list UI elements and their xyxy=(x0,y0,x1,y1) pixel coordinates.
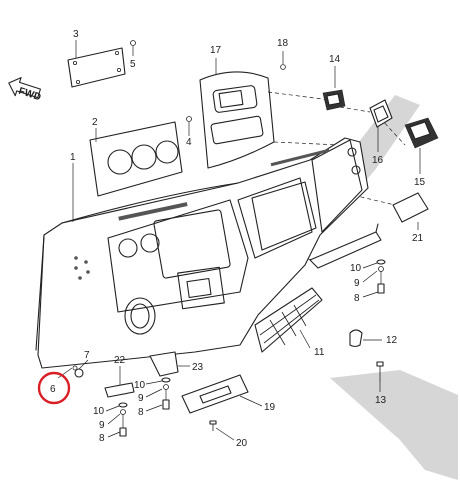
part-7-clip xyxy=(74,359,89,378)
callout-9-left: 9 xyxy=(99,420,105,431)
front-arrow: FWD xyxy=(8,77,42,103)
part-20-screw xyxy=(209,420,235,441)
callout-22: 22 xyxy=(114,355,126,366)
callout-11: 11 xyxy=(314,347,325,358)
callout-16: 16 xyxy=(372,155,384,166)
callout-labels: 3 5 2 4 1 17 18 14 16 15 21 10 9 8 11 12… xyxy=(50,29,426,449)
callout-14: 14 xyxy=(329,54,341,65)
callout-13: 13 xyxy=(375,395,387,406)
callout-6-highlight-ring xyxy=(37,371,71,405)
part-11-net xyxy=(254,287,323,353)
callout-18: 18 xyxy=(277,38,289,49)
part-6-bolt xyxy=(57,365,78,379)
callout-8-right: 8 xyxy=(354,293,360,304)
fastener-stack-center xyxy=(145,377,171,412)
part-17-center-bezel xyxy=(199,58,275,169)
shading xyxy=(280,95,458,480)
callout-9-center: 9 xyxy=(138,393,144,404)
callout-10-right: 10 xyxy=(350,263,362,274)
callout-6: 6 xyxy=(50,384,56,395)
part-16-bezel xyxy=(369,99,393,152)
part-13-bolt xyxy=(376,361,384,392)
callout-19: 19 xyxy=(264,402,276,413)
part-12-clip xyxy=(349,329,382,348)
callout-20: 20 xyxy=(236,438,248,449)
part-4-screw xyxy=(186,116,192,136)
callout-10-left: 10 xyxy=(93,406,105,417)
callout-12: 12 xyxy=(386,335,398,346)
callout-21: 21 xyxy=(412,233,424,244)
part-19-plate xyxy=(181,374,263,414)
callout-1: 1 xyxy=(70,152,76,163)
callout-5: 5 xyxy=(130,59,136,70)
callout-3: 3 xyxy=(73,29,79,40)
part-22-bracket xyxy=(104,366,135,398)
callout-23: 23 xyxy=(192,362,204,373)
callout-2: 2 xyxy=(92,117,98,128)
callout-8-center: 8 xyxy=(138,407,144,418)
part-1-dashboard xyxy=(35,137,369,369)
part-5-screw xyxy=(130,40,136,56)
part-2-cluster-panel xyxy=(89,121,183,197)
fastener-stack-left xyxy=(105,402,128,438)
callout-4: 4 xyxy=(186,137,192,148)
part-14-switch xyxy=(322,66,346,111)
part-3-plate xyxy=(67,40,126,88)
callout-15: 15 xyxy=(414,177,426,188)
part-21-cover xyxy=(392,192,429,230)
part-23-bracket xyxy=(149,351,190,377)
callout-8-left: 8 xyxy=(99,433,105,444)
part-15-switch xyxy=(404,117,439,174)
callout-17: 17 xyxy=(210,45,222,56)
part-18-screw xyxy=(280,51,286,70)
callout-9-right: 9 xyxy=(354,278,360,289)
callout-7: 7 xyxy=(84,350,90,361)
callout-10-center: 10 xyxy=(134,380,146,391)
fastener-stack-right xyxy=(309,223,386,298)
